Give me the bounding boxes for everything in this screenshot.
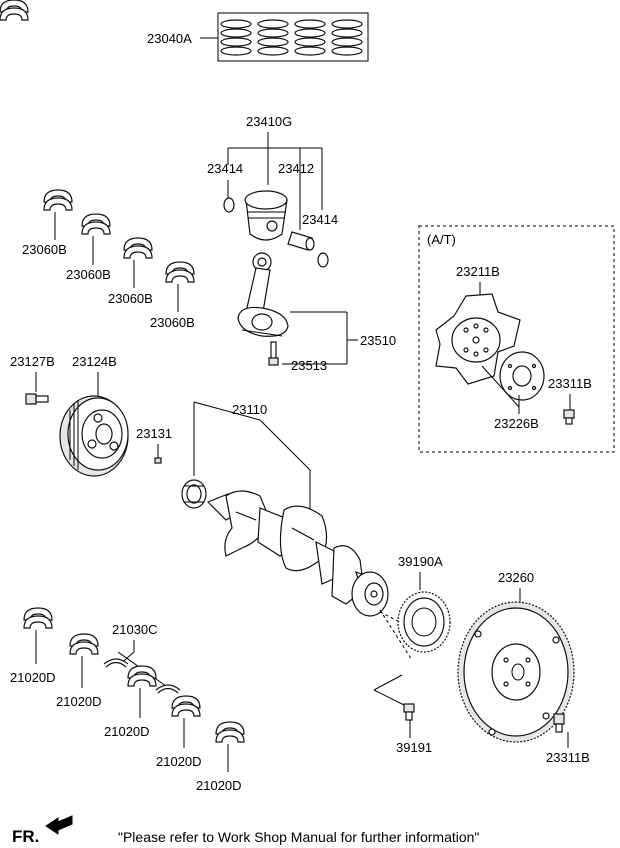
label-snap-ring-right: 23414 (302, 212, 338, 227)
label-crankshaft: 23110 (232, 402, 267, 417)
label-lower-bearing-3: 21020D (104, 724, 150, 739)
piston[interactable] (244, 190, 288, 241)
label-flywheel-bolt: 23311B (546, 750, 590, 765)
label-upper-bearing-1: 23060B (22, 242, 67, 257)
label-piston-pin: 23412 (278, 161, 314, 176)
front-arrow-icon (45, 815, 73, 835)
drive-plate-bolt[interactable] (563, 409, 575, 425)
rod-bolt[interactable] (268, 341, 279, 366)
label-damper-pulley: 23124B (72, 354, 117, 369)
pulley-bolt[interactable] (25, 393, 49, 405)
flywheel[interactable] (457, 601, 575, 743)
lower-bearing-1[interactable] (23, 607, 53, 629)
label-lower-bearing-5: 21020D (196, 778, 242, 793)
damper-pulley[interactable] (59, 395, 129, 477)
sensor-wheel[interactable] (397, 591, 451, 653)
woodruff-key[interactable] (154, 457, 162, 464)
upper-bearing-4[interactable] (165, 261, 195, 283)
piston-pin[interactable] (287, 231, 315, 251)
piston-ring-set[interactable] (217, 12, 369, 62)
label-snap-ring-left: 23414 (207, 161, 243, 176)
label-piston-assy: 23410G (246, 114, 292, 129)
label-piston-ring-set: 23040A (147, 31, 192, 46)
label-lower-bearing-2: 21020D (56, 694, 102, 709)
upper-bearing-3[interactable] (123, 237, 153, 259)
label-thrust-bearing: 21030C (112, 622, 158, 637)
front-direction-label: FR. (12, 827, 39, 846)
adapter-plate[interactable] (499, 351, 545, 401)
workshop-manual-note: "Please refer to Work Shop Manual for fu… (118, 829, 479, 845)
sensor-wheel-bolt[interactable] (403, 703, 415, 721)
label-sensor-wheel: 39190A (398, 554, 443, 569)
label-drive-plate-bolt: 23311B (548, 376, 592, 391)
upper-bearing-2[interactable] (81, 213, 111, 235)
label-at-section: (A/T) (427, 232, 456, 247)
flywheel-bolt[interactable] (553, 713, 565, 733)
label-upper-bearing-4: 23060B (150, 315, 195, 330)
label-lower-bearing-1: 21020D (10, 670, 56, 685)
lower-bearing-3[interactable] (127, 665, 157, 687)
thrust-washers[interactable] (103, 658, 181, 694)
label-lower-bearing-4: 21020D (156, 754, 202, 769)
label-upper-bearing-3: 23060B (108, 291, 153, 306)
label-adapter-plate: 23226B (494, 416, 539, 431)
label-pulley-bolt: 23127B (10, 354, 55, 369)
lower-bearing-5[interactable] (215, 721, 245, 743)
label-connecting-rod: 23510 (360, 333, 396, 348)
snap-ring-right[interactable] (317, 252, 329, 268)
connecting-rod[interactable] (237, 252, 289, 337)
label-flywheel: 23260 (498, 570, 534, 585)
crankshaft-sprocket[interactable] (181, 479, 207, 509)
label-rod-bolt: 23513 (291, 358, 327, 373)
snap-ring-left[interactable] (223, 197, 235, 213)
label-sensor-wheel-bolt: 39191 (396, 740, 432, 755)
label-drive-plate: 23211B (456, 264, 500, 279)
crankshaft[interactable] (206, 490, 389, 617)
drive-plate[interactable] (435, 293, 521, 385)
label-upper-bearing-2: 23060B (66, 267, 111, 282)
lower-bearing-4[interactable] (171, 695, 201, 717)
upper-bearing-1[interactable] (43, 189, 73, 211)
at-section-box (418, 225, 615, 453)
lower-bearing-2[interactable] (69, 633, 99, 655)
label-key: 23131 (136, 426, 172, 441)
